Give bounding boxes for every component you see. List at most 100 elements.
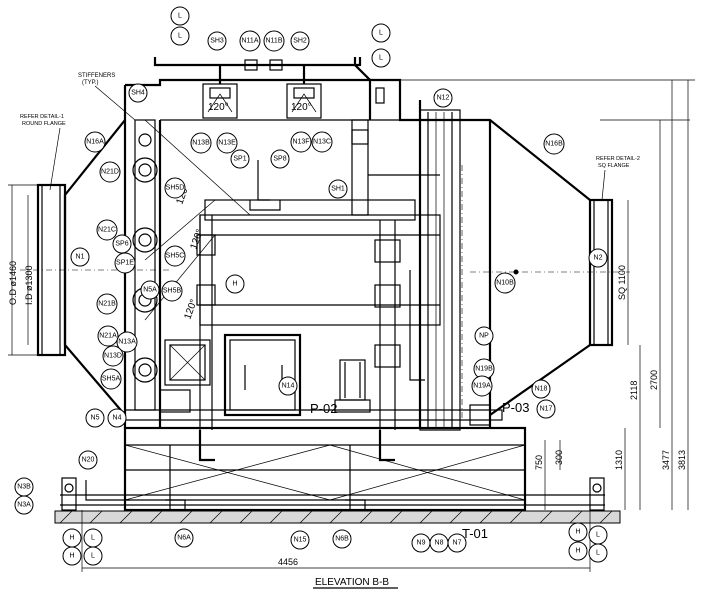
tag-n8: N8	[429, 533, 449, 553]
angle-label-5: 120°	[182, 298, 199, 321]
stiffeners-label: STIFFENERS	[78, 73, 115, 79]
elevation-title: ELEVATION B-B	[315, 577, 389, 588]
foundation	[54, 510, 621, 524]
dim-4456: 4456	[278, 557, 298, 567]
tag-n12: N12	[433, 88, 453, 108]
id-dimension: I.D ø1300	[24, 265, 34, 305]
tag-text: N17	[540, 406, 553, 413]
tag-n21c: N21C	[96, 219, 118, 241]
tag-h: H	[568, 541, 588, 561]
tag-n5: N5	[85, 408, 105, 428]
sq-flange-label: SQ FLANGE	[598, 163, 630, 169]
tag-text: N21B	[98, 301, 116, 308]
tag-h: H	[62, 528, 82, 548]
tag-sp1e: SP1E	[114, 252, 136, 274]
tag-text: N19A	[473, 383, 491, 390]
tag-text: N6A	[177, 535, 191, 542]
tag-text: N16B	[545, 141, 563, 148]
angle-label-4: 120°	[188, 228, 205, 251]
sq-dimension: SQ 1100	[617, 265, 627, 300]
tag-text: L	[178, 33, 182, 40]
dim-1310: 1310	[614, 450, 624, 470]
tag-l: L	[170, 6, 190, 26]
tag-text: N15	[294, 537, 307, 544]
tag-n14: N14	[278, 376, 298, 396]
dimensions: O.D ø1460 I.D ø1300 SQ 1100 2700 2118 13…	[8, 79, 695, 572]
tag-n11a: N11A	[239, 30, 261, 52]
tag-text: L	[379, 30, 383, 37]
tag-n7: N7	[447, 533, 467, 553]
refer-detail-2-label: REFER DETAIL-2	[596, 156, 640, 162]
tag-text: N16A	[86, 139, 104, 146]
tag-n13b: N13B	[190, 132, 212, 154]
tag-sh5a: SH5A	[100, 368, 122, 390]
tag-h: H	[62, 546, 82, 566]
stiffeners-typ-label: (TYP.)	[82, 80, 99, 86]
dim-3813: 3813	[677, 450, 687, 470]
tag-text: N12	[437, 95, 450, 102]
tag-n20: N20	[78, 450, 98, 470]
dim-300: 300	[554, 450, 564, 465]
tag-l: L	[83, 528, 103, 548]
tag-text: N13E	[218, 140, 236, 147]
tag-l: L	[588, 543, 608, 563]
tag-n18: N18	[531, 379, 551, 399]
dim-3477: 3477	[661, 450, 671, 470]
drawing-labels: STIFFENERS (TYP.) REFER DETAIL-1 ROUND F…	[20, 73, 640, 589]
tag-n4: N4	[107, 408, 127, 428]
tag-text: SH2	[293, 38, 307, 45]
tag-h: H	[225, 274, 245, 294]
tag-text: N6B	[335, 536, 349, 543]
tag-text: N21C	[98, 227, 116, 234]
tag-text: SH4	[131, 90, 145, 97]
skid-frame	[60, 426, 605, 512]
tag-h: H	[568, 522, 588, 542]
tag-n5a: N5A	[140, 280, 160, 300]
tag-text: L	[91, 535, 95, 542]
tag-n16b: N16B	[543, 133, 565, 155]
tag-text: H	[575, 529, 580, 536]
tag-n6b: N6B	[332, 529, 352, 549]
vessel-body	[123, 78, 591, 431]
p02-label: P-02	[310, 401, 337, 416]
tag-n11b: N11B	[263, 30, 285, 52]
tag-text: SH5D	[166, 185, 185, 192]
tag-n3a: N3A	[14, 495, 34, 515]
tag-n13d: N13D	[102, 345, 124, 367]
tag-text: N13B	[192, 140, 210, 147]
tag-sh3: SH3	[207, 31, 227, 51]
tag-n6a: N6A	[174, 528, 194, 548]
tag-text: SP1	[233, 156, 246, 163]
tag-text: N9	[417, 540, 426, 547]
tag-text: N4	[113, 415, 122, 422]
tag-text: SH3	[210, 38, 224, 45]
tag-n2: N2	[588, 248, 608, 268]
tag-sh5c: SH5C	[164, 245, 186, 267]
tag-sh2: SH2	[290, 31, 310, 51]
tag-text: SP8	[273, 156, 286, 163]
tag-sh5d: SH5D	[164, 177, 186, 199]
tag-text: L	[596, 550, 600, 557]
t01-label: T-01	[462, 526, 488, 541]
tag-l: L	[588, 525, 608, 545]
tag-text: L	[178, 13, 182, 20]
p03-label: P-03	[502, 400, 529, 415]
tag-text: N11A	[242, 38, 259, 45]
tag-text: N21D	[101, 169, 119, 176]
tag-n19a: N19A	[471, 375, 493, 397]
tag-text: SH5B	[163, 288, 182, 295]
tag-text: N5	[91, 415, 100, 422]
tag-text: SH5A	[102, 376, 121, 383]
tag-n17: N17	[536, 399, 556, 419]
tag-sh5b: SH5B	[161, 280, 183, 302]
tag-text: H	[232, 281, 237, 288]
tag-n13e: N13E	[216, 132, 238, 154]
tag-text: N14	[282, 383, 295, 390]
tag-l: L	[170, 26, 190, 46]
tag-sh1: SH1	[328, 179, 348, 199]
round-flange-label: ROUND FLANGE	[22, 121, 66, 127]
od-dimension: O.D ø1460	[8, 261, 18, 305]
tag-text: N1	[76, 254, 85, 261]
